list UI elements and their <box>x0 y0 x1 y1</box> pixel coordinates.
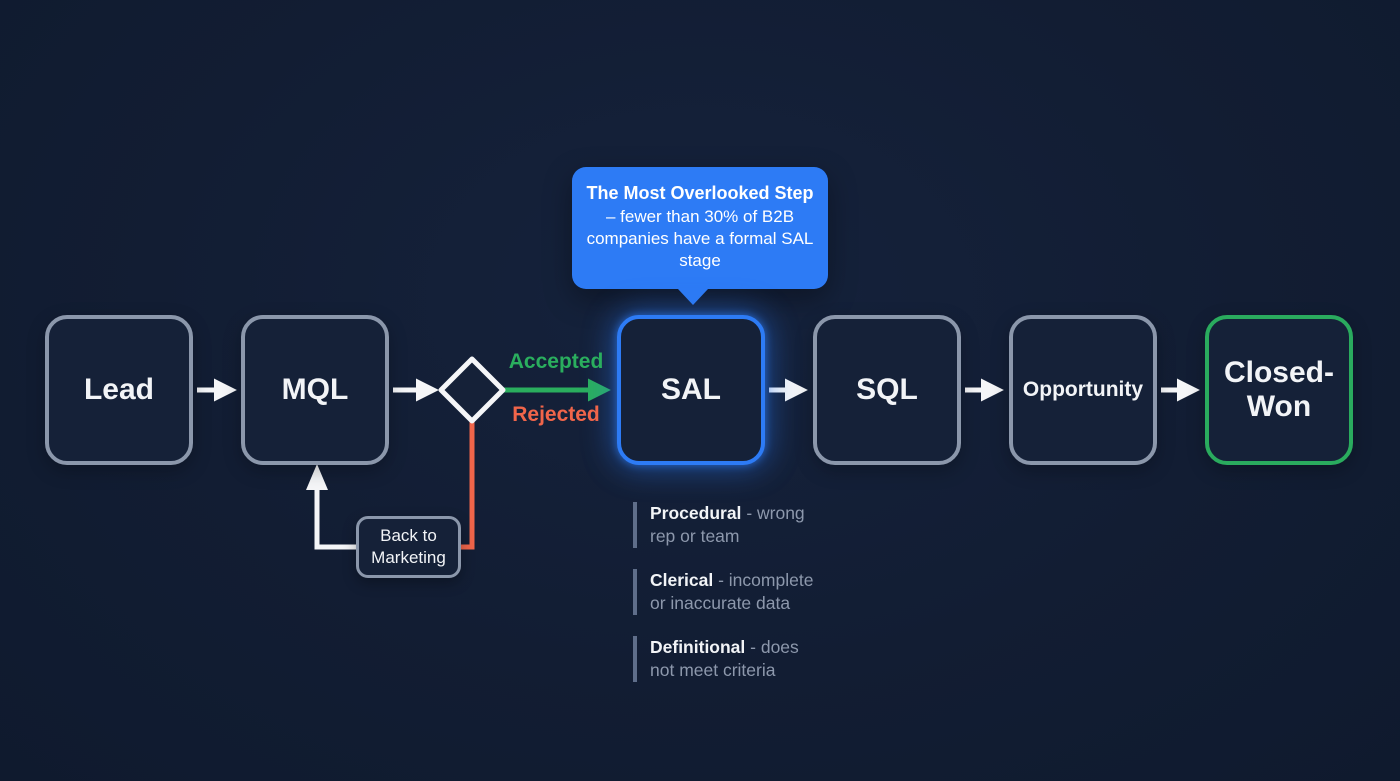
reason-definitional: Definitional - does not meet criteria <box>633 636 822 682</box>
stage-lead: Lead <box>45 315 193 465</box>
reason-term: Procedural <box>650 503 742 523</box>
rejected-label: Rejected <box>512 403 600 426</box>
callout-bubble: The Most Overlooked Step – fewer than 30… <box>572 167 828 305</box>
stage-label: MQL <box>281 373 349 406</box>
stage-mql: MQL <box>241 315 389 465</box>
accepted-label: Accepted <box>508 350 604 373</box>
stage-label: SAL <box>661 373 721 406</box>
stage-sal: SAL <box>617 315 765 465</box>
reason-description: - wrong rep or team <box>650 503 805 546</box>
reason-description: - does not meet criteria <box>650 637 799 680</box>
stage-closed-won: Closed-Won <box>1205 315 1353 465</box>
reason-description: - incomplete or inaccurate data <box>650 570 814 613</box>
stage-sql: SQL <box>813 315 961 465</box>
rejected-connector <box>461 419 475 550</box>
loop-connector <box>314 486 357 550</box>
reason-clerical: Clerical - incomplete or inaccurate data <box>633 569 822 615</box>
stage-opportunity: Opportunity <box>1009 315 1157 465</box>
stage-label: Closed-Won <box>1223 356 1334 423</box>
callout-body: – fewer than 30% of B2B companies have a… <box>586 207 814 270</box>
callout-pointer-icon <box>678 289 708 305</box>
callout-title: The Most Overlooked Step <box>586 183 814 203</box>
stage-label: Lead <box>83 373 155 406</box>
back-to-marketing-box: Back to Marketing <box>356 516 461 578</box>
stage-label: SQL <box>856 373 918 406</box>
reason-procedural: Procedural - wrong rep or team <box>633 502 822 548</box>
stage-label: Opportunity <box>1022 378 1144 401</box>
back-to-marketing-label: Back to Marketing <box>371 526 446 567</box>
reason-term: Clerical <box>650 570 714 590</box>
rejection-reasons-list: Procedural - wrong rep or team Clerical … <box>633 502 822 703</box>
reason-term: Definitional <box>650 637 746 657</box>
decision-diamond-icon <box>438 356 506 424</box>
loop-arrowhead-icon <box>306 464 328 490</box>
